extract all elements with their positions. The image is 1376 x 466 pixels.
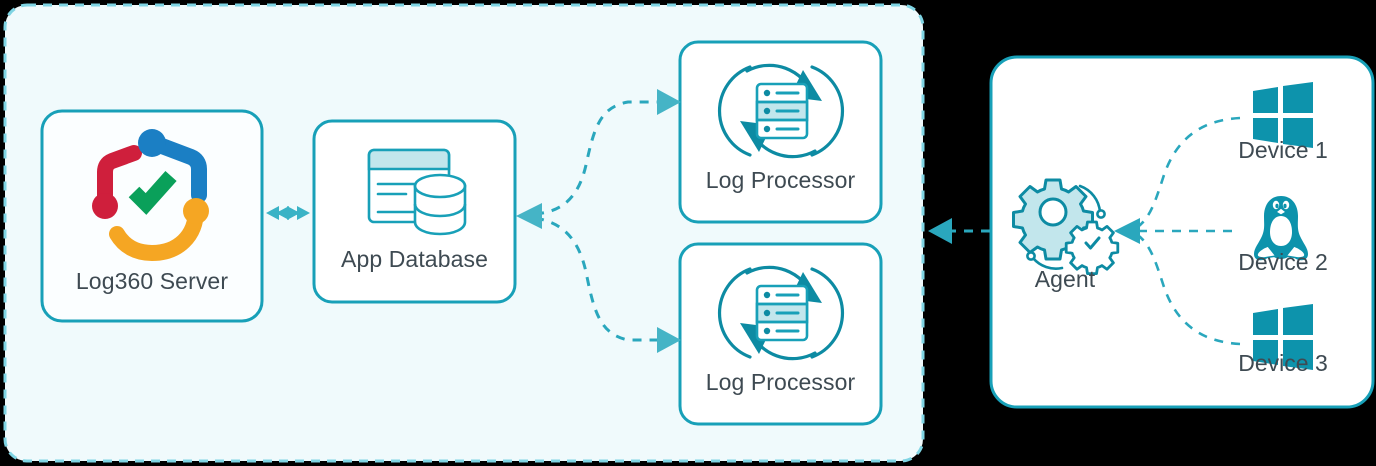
- log360-server-label: Log360 Server: [75, 268, 229, 294]
- device-1-label: Device 1: [1238, 137, 1328, 163]
- server-refresh-icon-1: [717, 63, 845, 159]
- connector-database-to-processor-2: [534, 216, 681, 353]
- connector-merge-arrow-database: [516, 203, 542, 229]
- connector-merge-arrow-agent: [1114, 218, 1140, 244]
- connector-server-to-database: [266, 206, 310, 220]
- gears-agent-icon: [1012, 178, 1120, 275]
- log360-shield-icon: [92, 129, 209, 262]
- connector-database-to-processor-1: [534, 89, 681, 216]
- log360-server-box[interactable]: [40, 109, 264, 323]
- connector-agent-to-server-zone: [928, 218, 990, 244]
- database-window-icon: [367, 148, 467, 236]
- windows-logo-icon-3: [1253, 304, 1313, 370]
- agent-label: Agent: [1034, 266, 1096, 292]
- server-refresh-icon-2: [717, 265, 845, 361]
- linux-penguin-icon: [1254, 196, 1308, 261]
- app-database-label: App Database: [341, 246, 488, 272]
- windows-logo-icon-1: [1253, 82, 1313, 148]
- device-2-label: Device 2: [1238, 249, 1328, 275]
- log-processor-1-label: Log Processor: [705, 167, 856, 193]
- log-processor-2-label: Log Processor: [705, 369, 856, 395]
- device-3-label: Device 3: [1238, 350, 1328, 376]
